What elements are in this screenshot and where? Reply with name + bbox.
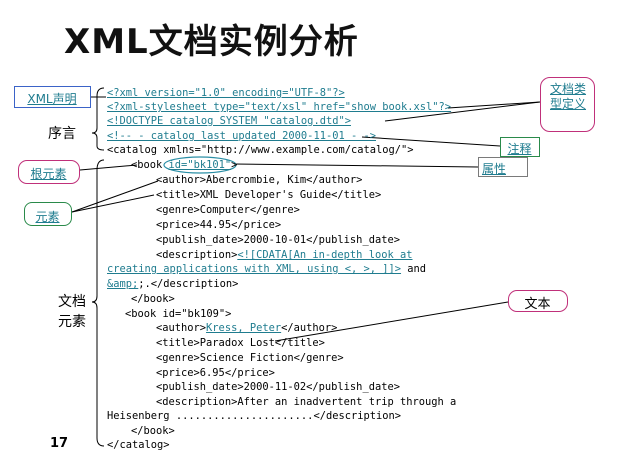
xml-declaration-callout: XML声明 <box>14 86 91 108</box>
code-line: </book> <box>131 425 175 437</box>
code-line: <description><![CDATA[An in-depth look a… <box>156 249 413 261</box>
code-line: </catalog> <box>107 439 170 451</box>
code-line: <!DOCTYPE catalog SYSTEM "catalog.dtd"> <box>107 115 351 127</box>
dtd-callout: 文档类型定义 <box>540 77 595 132</box>
code-line: &amp;;.</description> <box>107 278 239 290</box>
code-line: creating applications with XML, using <,… <box>107 263 427 275</box>
code-line: </book> <box>131 293 175 305</box>
code-line: <?xml version="1.0" encoding="UTF-8"?> <box>107 87 345 99</box>
page-title: XML文档实例分析 <box>64 22 359 62</box>
code-line: <catalog xmlns="http://www.example.com/c… <box>107 144 414 156</box>
code-line: <title>Paradox Lost</title> <box>156 337 325 349</box>
code-line: <publish_date>2000-11-02</publish_date> <box>156 381 400 393</box>
text-callout: 文本 <box>508 290 568 312</box>
code-line: <book id="bk109"> <box>125 308 232 320</box>
code-line: <?xml-stylesheet type="text/xsl" href="s… <box>107 101 452 113</box>
attribute-callout: 属性 <box>478 157 528 177</box>
comment-callout: 注释 <box>500 137 540 157</box>
root-element-callout: 根元素 <box>18 160 80 184</box>
code-line: <author>Kress, Peter</author> <box>156 322 338 334</box>
code-line: <price>6.95</price> <box>156 367 275 379</box>
code-line: <book id="bk101"> <box>131 159 238 171</box>
code-line: <author>Abercrombie, Kim</author> <box>156 174 363 186</box>
doc-elements-label: 文档元素 <box>58 294 86 330</box>
code-line: <description>After an inadvertent trip t… <box>156 396 457 408</box>
code-line: <genre>Science Fiction</genre> <box>156 352 344 364</box>
code-line: <publish_date>2000-10-01</publish_date> <box>156 234 400 246</box>
code-line: <genre>Computer</genre> <box>156 204 300 216</box>
code-line: <title>XML Developer's Guide</title> <box>156 189 382 201</box>
code-line: <!-- - catalog last updated 2000-11-01 -… <box>107 130 376 142</box>
prolog-label: 序言 <box>48 126 76 142</box>
code-line: Heisenberg ......................</descr… <box>107 410 402 422</box>
page-number: 17 <box>50 436 69 451</box>
code-line: <price>44.95</price> <box>156 219 282 231</box>
element-callout: 元素 <box>24 202 72 226</box>
